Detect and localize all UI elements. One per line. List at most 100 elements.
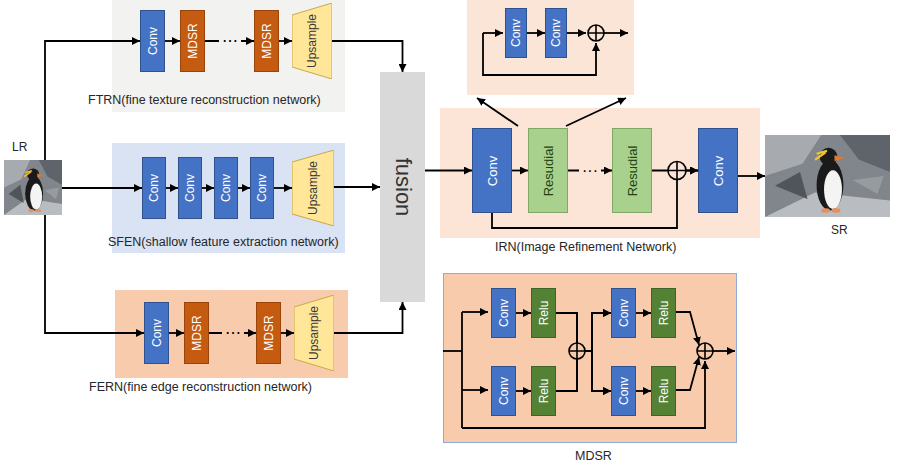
penguin-belly [30,184,42,210]
mdsr-branch-wire [462,311,488,313]
residual-skip-wire [483,33,596,75]
connector [238,187,250,189]
penguin [815,148,845,213]
conv-box: Conv [144,302,169,364]
conv-box: Conv [178,157,202,219]
sum-cross [668,162,686,180]
penguin-foot [821,208,830,212]
rock [39,160,62,185]
conv-box: Conv [611,366,636,416]
connector [281,332,294,334]
penguin-beak [37,174,44,178]
connector [425,170,472,172]
block-label: Relu [658,379,670,404]
conv-box: Conv [472,128,512,213]
mdsr-block: MDSR [180,10,205,72]
block-label: Conv [550,19,562,47]
edge-label: ⋯ [219,32,241,50]
block-label: MDSR [263,315,275,350]
mdsr-input-wire [443,350,462,352]
trapezoid-fill [292,3,332,79]
residual-sum-wire [567,32,586,34]
sr-image: SR [765,135,890,217]
connector [62,187,142,189]
connector [636,312,651,314]
mdsr-detail-panel: MDSRConvReluConvReluConvReluConvRelu [443,273,737,443]
block-label: Upsample [306,14,318,68]
rock [45,188,60,200]
panel-caption: FERN(fine edge reconstruction network) [89,381,312,395]
penguin-crest [815,151,827,160]
block-label: Conv [220,174,232,202]
rock [9,185,24,203]
panel-caption: MDSR [575,450,612,464]
conv-box: Conv [250,157,274,219]
sum-cross [569,343,585,359]
lr-image: LR [4,160,62,215]
photo [765,135,890,217]
residual-block: Resudial [528,128,568,213]
block-label: Upsample [308,306,320,360]
block-label: Relu [658,301,670,326]
relu-block: Relu [651,366,676,416]
block-label: Conv [510,19,522,47]
conv-box: Conv [545,8,567,58]
sum-symbol [588,25,604,41]
penguin-body [817,160,844,211]
block-label: Conv [147,27,159,55]
penguin-foot [831,208,840,212]
relu-block: Relu [531,366,556,416]
sum-symbol [569,343,585,359]
conv-box: Conv [214,157,238,219]
mdsr-block: MDSR [184,302,209,364]
connector [516,312,531,314]
panel-caption: FTRN(fine texture reconstruction network… [88,94,321,108]
sum-cross [588,25,604,41]
trapezoid-fill [292,150,334,226]
block-label: Conv [151,319,163,347]
connector [169,332,184,334]
penguin-beak [834,155,844,161]
block-label: fusion [392,158,414,217]
connector [527,32,545,34]
connector [334,186,380,188]
block-label: Conv [498,377,510,405]
edge-label: ⋯ [222,324,244,342]
penguin-foot [35,209,41,212]
penguin [24,169,44,213]
block-label: Conv [712,155,725,185]
rock-ground [765,135,890,217]
rock [775,172,808,199]
mdsr-block: MDSR [256,302,281,364]
block-label: Conv [486,155,499,185]
block-label: Conv [256,174,268,202]
residual-detail-panel [467,0,634,95]
relu-block: Relu [531,288,556,338]
block-label: Relu [538,301,550,326]
connector [738,175,765,177]
penguin-foot [28,209,34,212]
conv-box: Conv [491,288,516,338]
block-label: Resudial [626,145,639,196]
penguin-belly [824,170,842,209]
rock [853,176,884,194]
block-label: MDSR [187,23,199,58]
residual-output-wire [604,32,628,34]
conv-box: Conv [140,10,165,72]
connector [274,187,292,189]
connector [636,390,651,392]
ftrn-panel: FTRN(fine texture reconstruction network… [112,0,345,112]
rock-ground [4,160,62,215]
connector [516,390,531,392]
upsample-block: Upsample [292,3,332,79]
block-label: Conv [148,174,160,202]
sum-symbol [697,343,713,359]
block-label: Upsample [307,161,319,215]
conv-box: Conv [698,128,738,213]
block-label: Conv [618,299,630,327]
image-label: SR [831,224,848,237]
connector [165,40,180,42]
block-label: Relu [538,379,550,404]
